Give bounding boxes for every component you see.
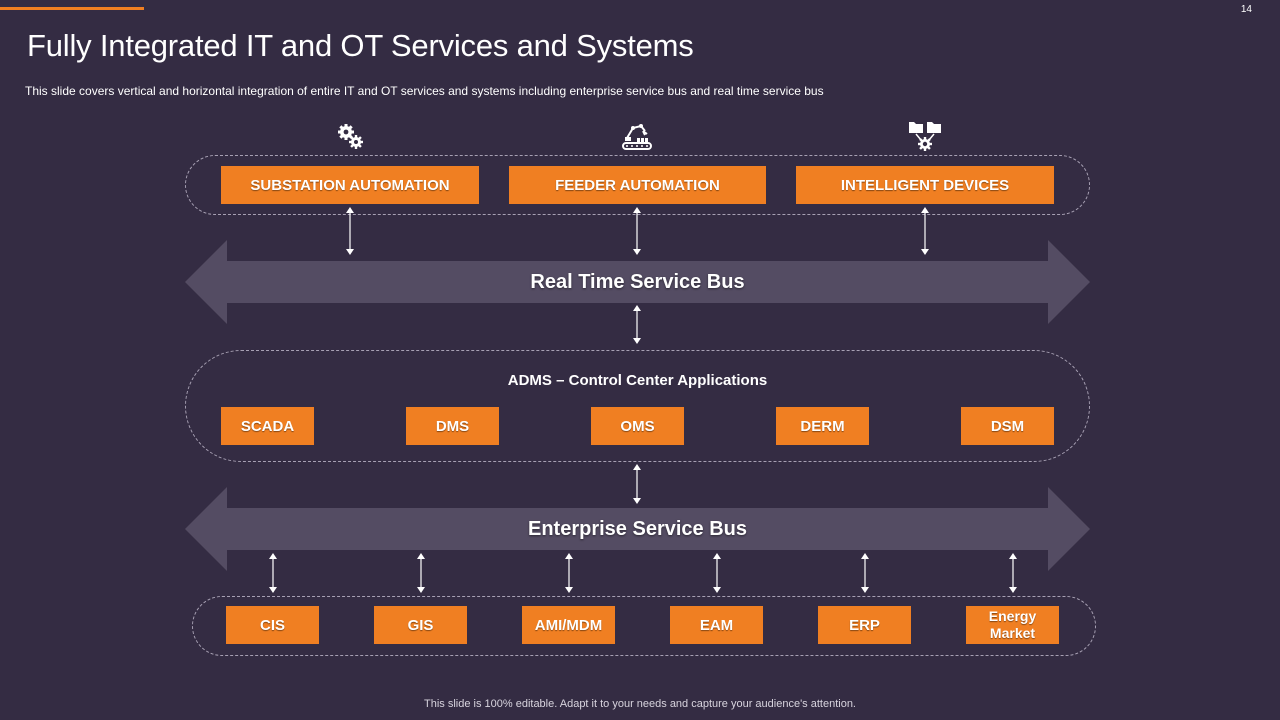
double-arrow (921, 207, 929, 255)
cis-box[interactable]: CIS (226, 606, 319, 644)
scada-box[interactable]: SCADA (221, 407, 314, 445)
ami-mdm-box[interactable]: AMI/MDM (522, 606, 615, 644)
substation-automation-box[interactable]: SUBSTATION AUTOMATION (221, 166, 479, 204)
double-arrow (1009, 553, 1017, 593)
dms-box[interactable]: DMS (406, 407, 499, 445)
double-arrow (269, 553, 277, 593)
erp-box[interactable]: ERP (818, 606, 911, 644)
page-number: 14 (1240, 4, 1252, 15)
energy-market-box[interactable]: Energy Market (966, 606, 1059, 644)
eam-box[interactable]: EAM (670, 606, 763, 644)
realtime-bus-label: Real Time Service Bus (530, 270, 745, 293)
adms-title: ADMS – Control Center Applications (507, 372, 768, 389)
enterprise-bus-label: Enterprise Service Bus (528, 517, 747, 540)
feeder-automation-box[interactable]: FEEDER AUTOMATION (509, 166, 766, 204)
double-arrow (713, 553, 721, 593)
double-arrow (346, 207, 354, 255)
page-subtitle: This slide covers vertical and horizonta… (25, 84, 824, 98)
dsm-box[interactable]: DSM (961, 407, 1054, 445)
enterprise-systems-container (192, 596, 1096, 656)
adms-container (185, 350, 1090, 462)
robot-arm-conveyor-icon (622, 124, 652, 150)
double-arrow (633, 464, 641, 504)
gis-box[interactable]: GIS (374, 606, 467, 644)
double-arrow (633, 207, 641, 255)
realtime-service-bus: Real Time Service Bus (185, 240, 1090, 324)
intelligent-devices-box[interactable]: INTELLIGENT DEVICES (796, 166, 1054, 204)
footer-note: This slide is 100% editable. Adapt it to… (424, 698, 856, 710)
double-arrow (633, 305, 641, 344)
oms-box[interactable]: OMS (591, 407, 684, 445)
double-arrow (861, 553, 869, 593)
page-title: Fully Integrated IT and OT Services and … (27, 28, 694, 63)
folders-gear-icon (909, 122, 941, 151)
gears-icon (338, 124, 363, 149)
accent-line (0, 7, 144, 10)
derm-box[interactable]: DERM (776, 407, 869, 445)
enterprise-service-bus: Enterprise Service Bus (185, 487, 1090, 571)
double-arrow (565, 553, 573, 593)
double-arrow (417, 553, 425, 593)
